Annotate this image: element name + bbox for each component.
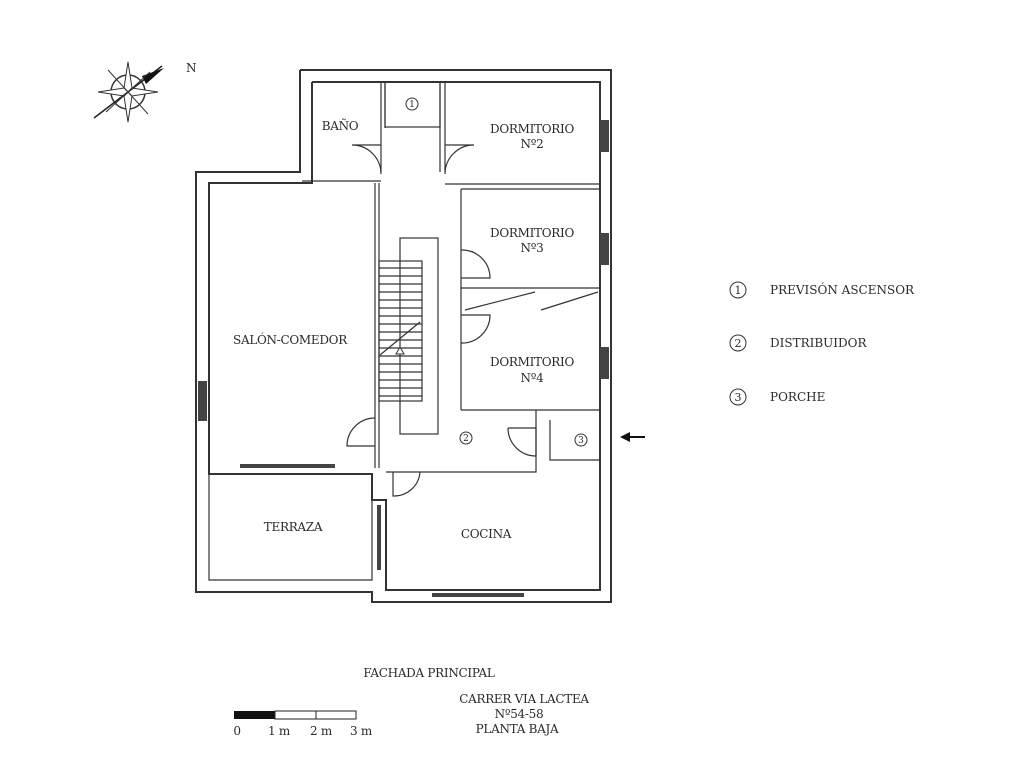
- room-terraza: TERRAZA: [264, 520, 323, 534]
- room-bano: BAÑO: [322, 118, 359, 133]
- window: [600, 347, 609, 379]
- window: [600, 233, 609, 265]
- facade-label: FACHADA PRINCIPAL: [363, 666, 494, 680]
- legend-num-1: 1: [735, 284, 742, 297]
- north-label: N: [186, 61, 197, 75]
- scale-tick-2: 2 m: [310, 724, 333, 738]
- scale-tick-0: 0: [233, 724, 240, 738]
- legend-label-2: DISTRIBUIDOR: [770, 336, 867, 350]
- scale-tick-1: 1 m: [268, 724, 291, 738]
- room-dormitorio4-num: Nº4: [521, 371, 545, 385]
- room-salon-comedor: SALÓN-COMEDOR: [233, 331, 348, 347]
- title-street: CARRER VIA LACTEA: [459, 692, 589, 706]
- room-dormitorio3: DORMITORIO: [490, 226, 574, 240]
- outer-wall: [195, 69, 612, 603]
- legend-num-3: 3: [735, 391, 742, 404]
- marker-3: 3: [578, 436, 584, 446]
- window: [377, 505, 381, 570]
- room-dormitorio3-num: Nº3: [521, 241, 544, 255]
- legend: 1 PREVISÓN ASCENSOR 2 DISTRIBUIDOR 3 POR…: [729, 281, 915, 406]
- scale-tick-3: 3 m: [350, 724, 373, 738]
- marker-1: 1: [409, 100, 415, 110]
- marker-2: 2: [463, 434, 469, 444]
- staircase: [378, 237, 439, 435]
- window: [240, 464, 335, 468]
- legend-label-1: PREVISÓN ASCENSOR: [770, 281, 915, 297]
- legend-label-3: PORCHE: [770, 390, 825, 404]
- compass-rose-icon: [93, 61, 164, 123]
- entrance-arrow-icon: [620, 432, 645, 442]
- room-dormitorio2: DORMITORIO: [490, 122, 574, 136]
- room-dormitorio4: DORMITORIO: [490, 355, 574, 369]
- scale-bar: 0 1 m 2 m 3 m: [233, 710, 373, 738]
- room-cocina: COCINA: [461, 527, 512, 541]
- legend-num-2: 2: [735, 337, 742, 350]
- window: [432, 593, 524, 597]
- title-number: Nº54-58: [495, 707, 544, 721]
- window: [198, 381, 207, 421]
- doors: [346, 144, 537, 497]
- window: [600, 120, 609, 152]
- room-dormitorio2-num: Nº2: [521, 137, 544, 151]
- title-floor: PLANTA BAJA: [476, 722, 559, 736]
